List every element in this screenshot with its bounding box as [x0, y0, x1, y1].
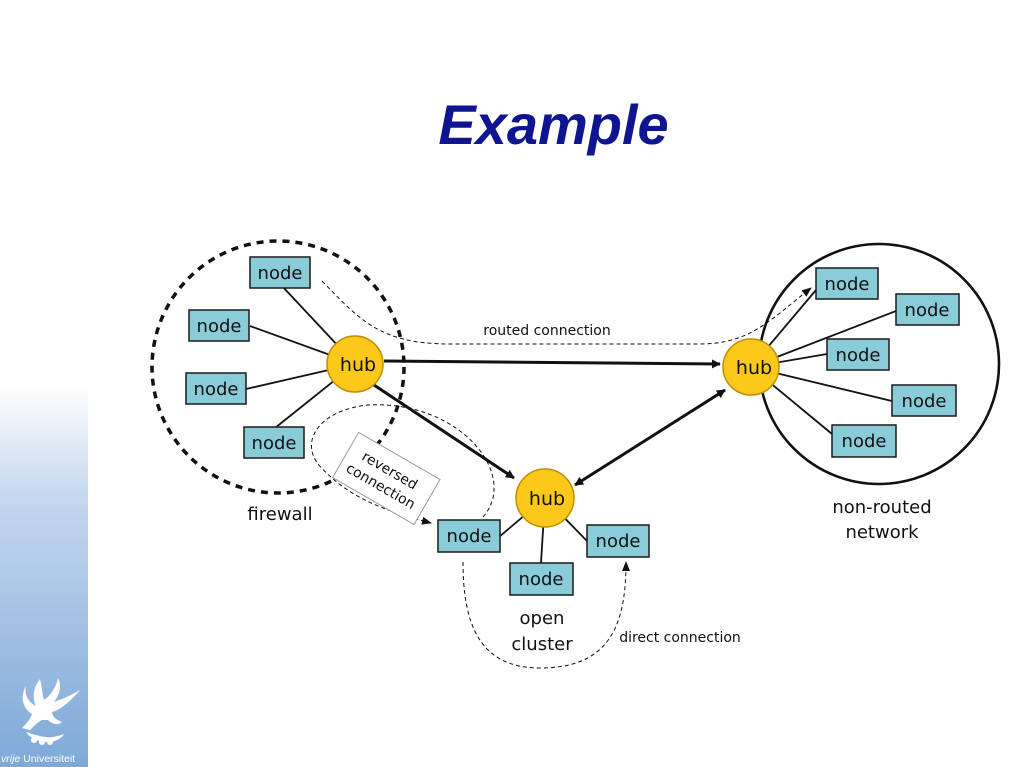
nonrouted-node: node: [891, 384, 957, 417]
svg-text:node: node: [194, 379, 239, 400]
svg-text:node: node: [836, 345, 881, 366]
direct-connection-path: [462, 561, 630, 669]
svg-text:node: node: [197, 316, 242, 337]
hub-nonrouted: hub: [722, 338, 780, 396]
svg-text:node: node: [902, 391, 947, 412]
university-name-plain: Universiteit: [20, 753, 76, 765]
cluster-node: node: [437, 519, 501, 553]
routed-connection-path: [321, 280, 812, 345]
cluster-node: node: [586, 524, 650, 558]
firewall-node: node: [249, 256, 311, 289]
svg-text:hub: hub: [529, 488, 565, 510]
firewall-node: node: [188, 309, 250, 342]
nonrouted-label-line: network: [845, 522, 919, 543]
firewall-node: node: [243, 426, 305, 459]
svg-text:node: node: [596, 531, 641, 552]
hub-link-firewall-to-cluster: [373, 383, 515, 480]
nonrouted-node: node: [815, 267, 879, 300]
svg-text:node: node: [905, 300, 950, 321]
university-name-italic: vrije: [1, 753, 21, 765]
svg-text:node: node: [447, 526, 492, 547]
cluster-label-line: open: [520, 608, 565, 629]
hub-link-cluster-to-nonrouted: [574, 388, 726, 487]
nonrouted-node: node: [895, 293, 960, 326]
firewall-label: firewall: [247, 504, 312, 525]
svg-text:node: node: [842, 431, 887, 452]
direct-connection-label: direct connection: [619, 630, 741, 646]
routed-connection-label: routed connection: [483, 323, 610, 339]
nonrouted-node: node: [826, 338, 890, 371]
svg-text:node: node: [825, 274, 870, 295]
university-logo: vrije Universiteit: [0, 676, 88, 767]
firewall-boundary: [150, 239, 406, 495]
reversed-connection-label: reversed connection: [331, 431, 441, 526]
svg-text:hub: hub: [736, 357, 772, 379]
svg-text:node: node: [258, 263, 303, 284]
svg-text:hub: hub: [340, 354, 376, 376]
university-name: vrije Universiteit: [1, 753, 75, 765]
hub-link-firewall-to-nonrouted: [383, 359, 721, 369]
reversed-connection-path: [311, 404, 495, 525]
firewall-node: node: [185, 372, 247, 405]
nonrouted-label-line: non-routed: [832, 497, 931, 518]
hub-cluster: hub: [515, 468, 575, 528]
hub-firewall: hub: [326, 335, 384, 393]
cluster-node: node: [509, 562, 574, 596]
cluster-label-line: cluster: [511, 634, 573, 655]
svg-text:node: node: [252, 433, 297, 454]
slide-title: Example: [438, 93, 669, 156]
griffin-logo-icon: [22, 678, 80, 745]
nonrouted-node: node: [831, 424, 897, 458]
svg-text:node: node: [519, 569, 564, 590]
